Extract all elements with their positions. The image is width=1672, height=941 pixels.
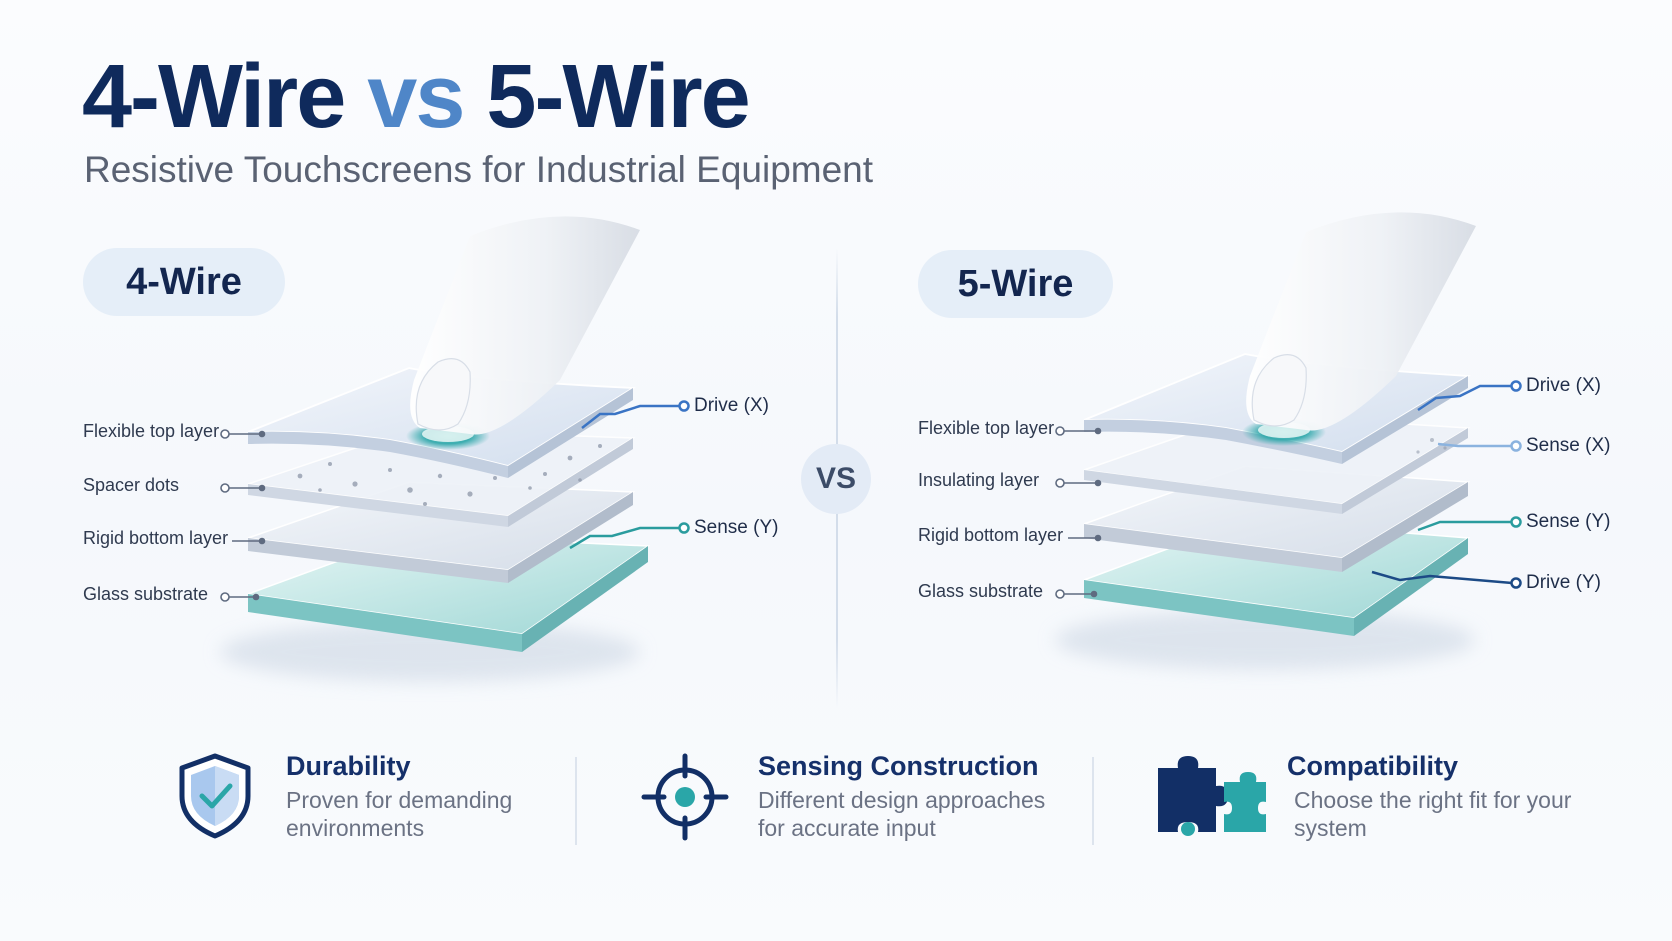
vs-badge: VS [801,444,871,514]
wire-sense-x-5 [1437,440,1522,452]
shield-check-icon [179,753,251,839]
leaders-left-5 [1055,426,1102,599]
wire-drive-x-5 [1417,380,1522,412]
feature-title: Sensing Construction [758,751,1039,781]
label-sense-y: Sense (Y) [1526,511,1611,532]
feature-title: Compatibility [1287,751,1459,781]
wire-drive-y-5 [1371,570,1522,589]
feature-divider [575,757,577,845]
label-flexible-top-layer: Flexible top layer [918,418,1055,438]
label-spacer-dots: Spacer dots [83,475,180,495]
feature-compatibility: Compatibility Choose the right fit for y… [1287,750,1594,842]
label-sense-y: Sense (Y) [694,517,779,538]
feature-durability: Durability Proven for demanding environm… [286,750,586,842]
finger-icon [1246,212,1476,431]
label-rigid-bottom-layer: Rigid bottom layer [83,528,229,548]
label-sense-x: Sense (X) [1526,435,1611,456]
page-subtitle: Resistive Touchscreens for Industrial Eq… [84,149,874,190]
badge-5wire: 5-Wire [918,250,1113,318]
label-drive-x: Drive (X) [1526,375,1601,396]
label-insulating-layer: Insulating layer [918,470,1040,490]
label-drive-x: Drive (X) [694,395,769,416]
label-rigid-bottom-layer: Rigid bottom layer [918,525,1064,545]
badge-4wire: 4-Wire [83,248,285,316]
wire-sense-y-5 [1417,516,1522,532]
label-flexible-top-layer: Flexible top layer [83,421,220,441]
wire-drive-x-4 [581,400,690,429]
feature-title: Durability [286,751,411,781]
feature-text: Choose the right fit for your system [1294,787,1572,841]
stack-shadow [1055,610,1475,670]
leaders-left-4 [220,429,266,602]
feature-divider [1092,757,1094,845]
finger-icon [410,216,640,435]
crosshair-target-icon [641,753,729,841]
label-glass-substrate: Glass substrate [83,584,209,604]
label-drive-y: Drive (Y) [1526,572,1601,593]
feature-text: Proven for demanding environments [286,787,513,841]
puzzle-pieces-icon [1158,756,1266,836]
wire-sense-y-4 [569,522,690,550]
title-vs: vs [367,47,465,147]
title-4wire: 4-Wire [82,47,346,147]
page-title: 4-Wire vs 5-Wire [82,52,751,142]
feature-text: Different design approaches for accurate… [758,787,1046,841]
label-glass-substrate: Glass substrate [918,581,1044,601]
title-5wire: 5-Wire [486,47,750,147]
feature-sensing-construction: Sensing Construction Different design ap… [758,750,1058,842]
